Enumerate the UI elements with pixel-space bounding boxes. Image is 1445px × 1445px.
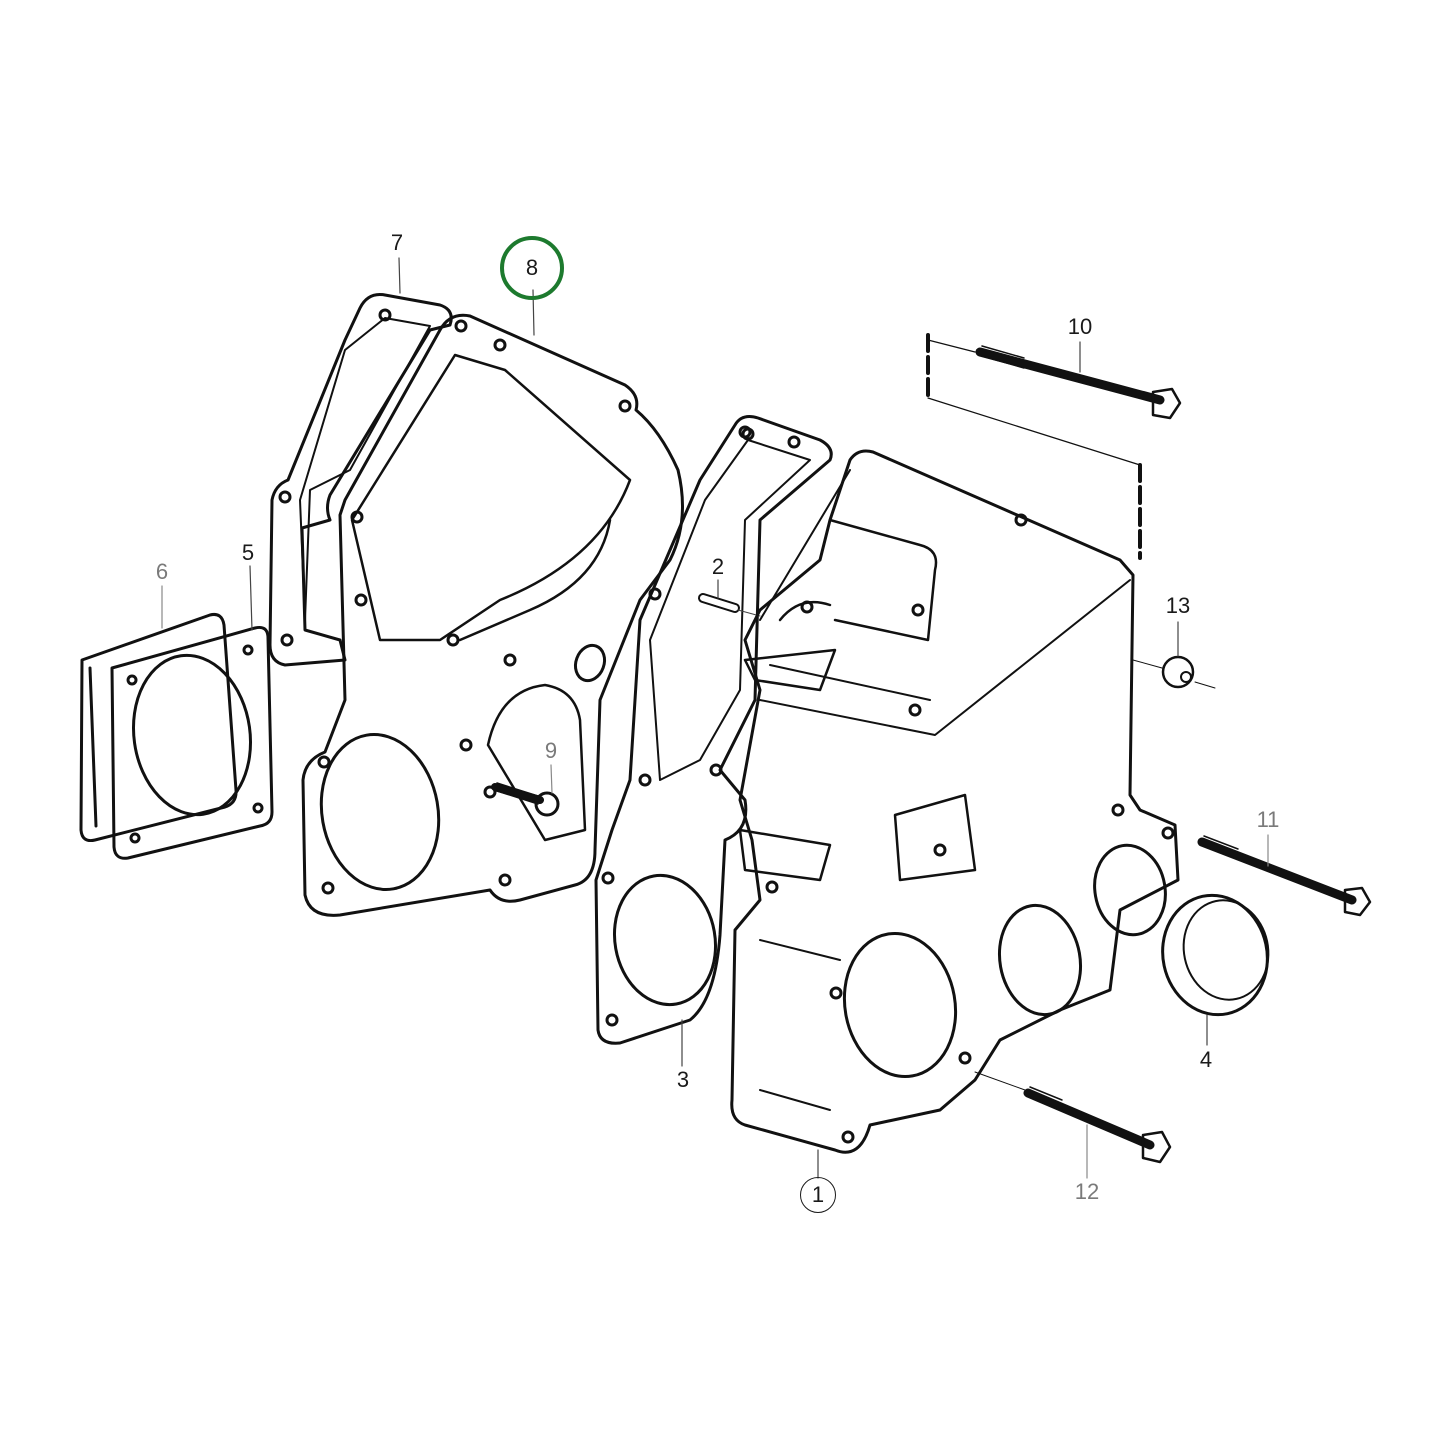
callout-10[interactable]: 10 [1067,314,1093,339]
part-1-housing [730,427,1180,1154]
part-7-gasket-frame [268,293,453,667]
callout-5[interactable]: 5 [241,540,255,565]
callout-4[interactable]: 4 [1199,1047,1213,1072]
part-4-sealing-ring [1161,893,1270,1017]
part-8-front-plate [301,313,684,917]
callout-1-label: 1 [811,1182,825,1207]
callout-9[interactable]: 9 [544,738,558,763]
callout-8-highlighted[interactable]: 8 [500,236,564,300]
part-3-gasket [594,415,833,1045]
callout-13[interactable]: 13 [1165,593,1191,618]
callout-12[interactable]: 12 [1074,1179,1100,1204]
callout-8-label: 8 [525,255,539,280]
part-10-long-bolt [926,333,1182,560]
part-13-nut [1132,655,1216,689]
part-6-flange-plate [79,613,238,842]
callout-6[interactable]: 6 [155,559,169,584]
part-12-bolt [974,1071,1172,1164]
callout-2[interactable]: 2 [711,554,725,579]
callout-1[interactable]: 1 [800,1177,836,1213]
part-9-bolt [491,782,560,817]
callout-11[interactable]: 11 [1256,807,1280,832]
callout-7[interactable]: 7 [390,230,404,255]
part-11-bolt [1197,835,1372,917]
callout-3[interactable]: 3 [676,1067,690,1092]
part-2-dowel-pin [698,593,761,617]
part-5-flange-gasket [110,626,274,860]
